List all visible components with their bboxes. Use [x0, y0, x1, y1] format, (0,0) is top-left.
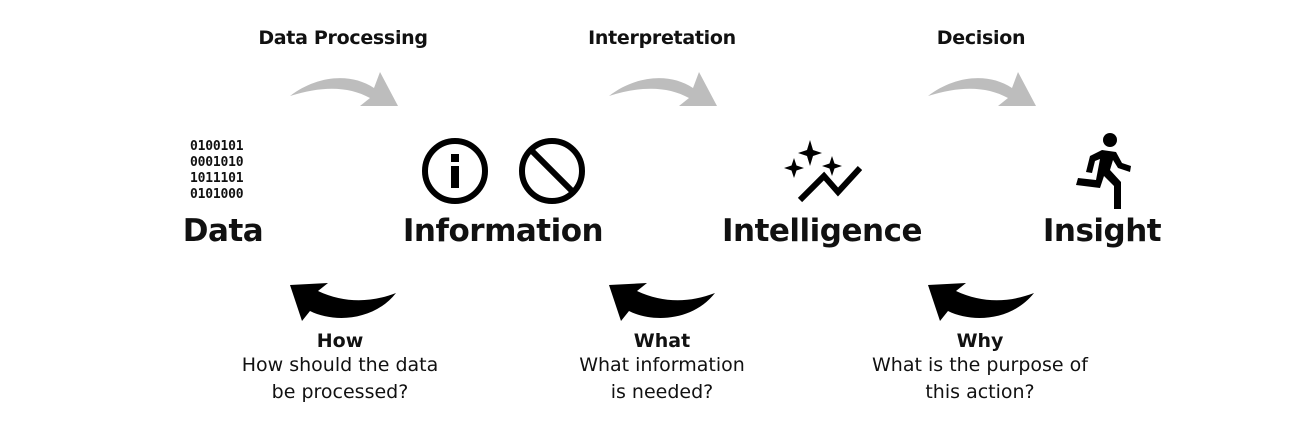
step-label-interpretation: Interpretation: [588, 27, 736, 49]
binary-code-icon: 0100101 0001010 1011101 0101000: [190, 139, 244, 203]
prohibited-icon: [519, 138, 585, 204]
question-why: Why What is the purpose of this action?: [850, 330, 1110, 406]
stage-title-intelligence: Intelligence: [721, 213, 923, 249]
sparkle-trend-icon: [784, 140, 862, 203]
binary-line: 0001010: [190, 155, 244, 170]
curved-arrow-right-icon: [609, 72, 717, 106]
question-heading: How: [316, 330, 364, 352]
question-line: What information: [579, 354, 745, 376]
question-heading: What: [633, 330, 691, 352]
question-line: be processed?: [271, 381, 409, 403]
stage-title-insight: Insight: [1042, 213, 1162, 249]
info-circle-icon: [422, 138, 488, 204]
step-label-decision: Decision: [936, 27, 1026, 49]
stage-title-data: Data: [182, 213, 264, 249]
question-how: How How should the data be processed?: [210, 330, 470, 406]
question-line: is needed?: [610, 381, 714, 403]
binary-line: 0101000: [190, 187, 244, 202]
curved-arrow-right-icon: [928, 72, 1036, 106]
question-line: What is the purpose of: [872, 354, 1088, 376]
binary-line: 1011101: [190, 171, 244, 186]
question-what: What What information is needed?: [532, 330, 792, 406]
running-person-icon: [1076, 133, 1131, 209]
curved-arrow-right-icon: [290, 72, 398, 106]
question-line: this action?: [925, 381, 1035, 403]
question-line: How should the data: [241, 354, 439, 376]
question-heading: Why: [956, 330, 1004, 352]
stage-title-information: Information: [402, 213, 604, 249]
binary-line: 0100101: [190, 139, 244, 154]
step-label-data-processing: Data Processing: [258, 27, 428, 49]
curved-arrow-left-icon: [928, 283, 1034, 321]
curved-arrow-left-icon: [290, 283, 396, 321]
curved-arrow-left-icon: [609, 283, 715, 321]
